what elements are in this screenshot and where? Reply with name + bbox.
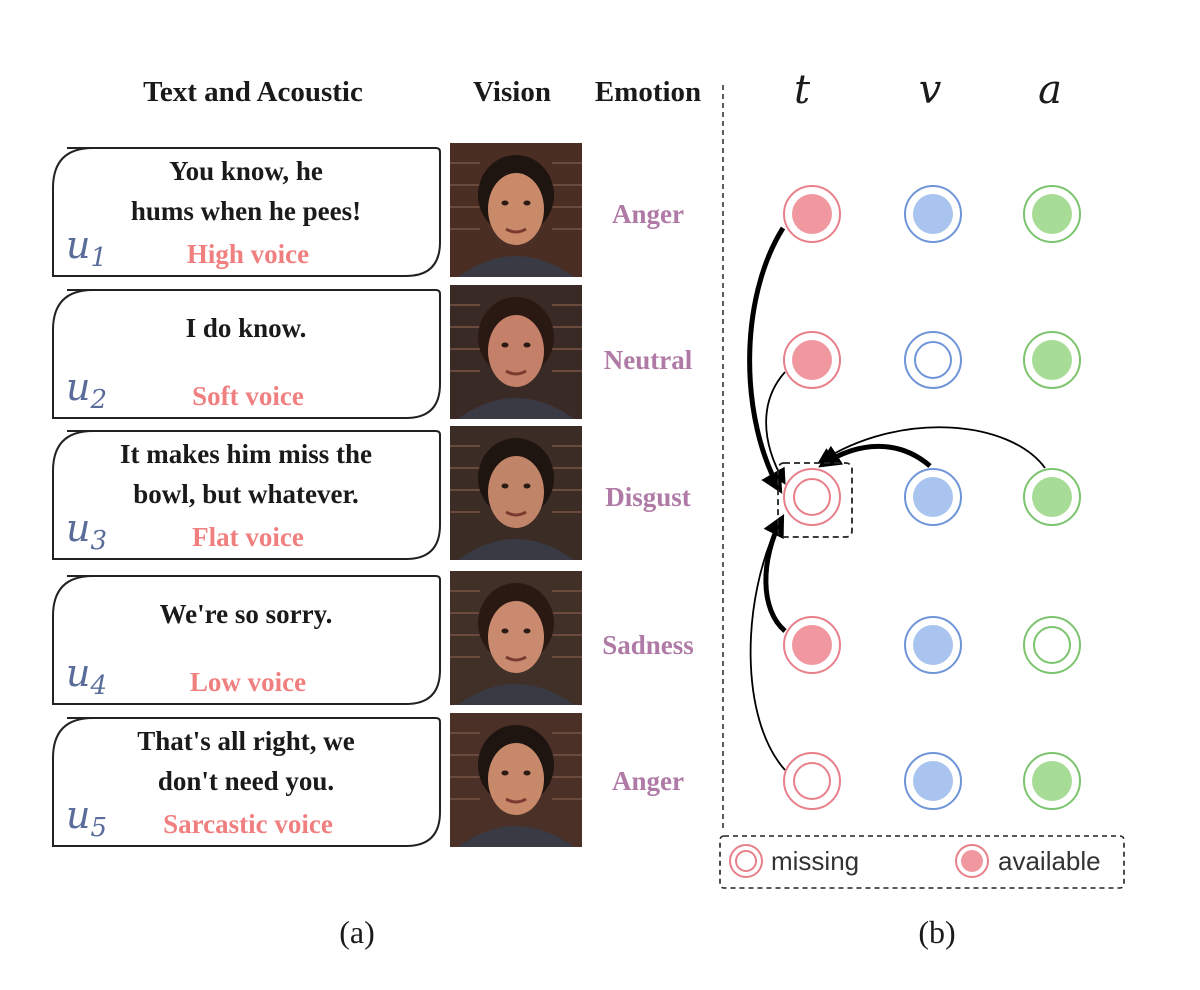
utterance-id: u3 [66,506,107,556]
utterance-text-line: It makes him miss the [120,439,372,469]
dependency-arrow [817,426,1046,469]
modality-header-v: v [919,67,942,113]
utterance-text-line: I do know. [186,313,307,343]
modality-node-grid [783,185,1081,810]
node-v-available [904,752,962,810]
node-v-missing [904,331,962,389]
node-t-missing [783,752,841,810]
dependency-arrows [747,226,1046,771]
voice-label: High voice [187,239,309,269]
vision-frame [450,285,582,419]
node-a-available [1023,752,1081,810]
node-a-available [1023,185,1081,243]
vision-frame [450,143,582,277]
utterance-text-line: don't need you. [158,766,334,796]
utterance-text-line: That's all right, we [137,726,355,756]
header-vision: Vision [473,76,551,108]
voice-label: Soft voice [192,381,304,411]
utterance-bubble [52,147,441,277]
emotion-label: Neutral [604,345,693,375]
emotion-label: Sadness [602,630,694,660]
caption-b: (b) [918,914,955,950]
utterance-bubble [52,430,441,560]
modality-header-a: a [1038,67,1062,113]
dependency-arrow [765,371,786,485]
utterance-id: u5 [66,793,107,843]
node-t-available [783,185,841,243]
node-a-missing [1023,616,1081,674]
utterance-rows: You know, he hums when he pees! High voice… [52,143,694,847]
node-t-missing [783,468,841,526]
dependency-arrow [747,226,786,494]
node-a-available [1023,468,1081,526]
node-t-available [783,331,841,389]
legend-missing-icon [729,844,763,878]
utterance-bubble [52,717,441,847]
utterance-text-line: hums when he pees! [131,196,361,226]
utterance-id: u4 [66,651,107,701]
emotion-label: Anger [612,199,684,229]
target-node-box [777,462,853,538]
legend-missing-label: missing [771,846,859,876]
node-v-available [904,468,962,526]
node-v-available [904,185,962,243]
utterance-row: I do know. Soft voice u2 Neutral [52,285,693,419]
node-v-available [904,616,962,674]
legend-box [719,835,1125,889]
caption-a: (a) [339,914,375,950]
voice-label: Flat voice [192,522,304,552]
vision-frame [450,426,582,560]
node-a-available [1023,331,1081,389]
header-text-acoustic: Text and Acoustic [143,76,363,108]
utterance-text-line: bowl, but whatever. [133,479,359,509]
utterance-row: It makes him miss the bowl, but whatever.… [52,426,691,560]
vision-frame [450,571,582,705]
emotion-label: Anger [612,766,684,796]
vision-frame [450,713,582,847]
dependency-arrow [763,514,787,633]
node-t-available [783,616,841,674]
utterance-row: We're so sorry. Low voice u4 Sadness [52,571,694,705]
utterance-bubble [52,289,441,419]
utterance-id: u2 [66,365,107,415]
modality-header-t: t [794,67,811,113]
utterance-text-line: You know, he [169,156,323,186]
utterance-id: u1 [66,223,107,273]
voice-label: Sarcastic voice [163,809,333,839]
legend-available-icon [955,844,989,878]
utterance-row: That's all right, we don't need you. Sarca… [52,713,684,847]
legend: missing available [719,835,1125,889]
emotion-label: Disgust [605,482,691,512]
utterance-text-line: We're so sorry. [160,599,333,629]
voice-label: Low voice [190,667,306,697]
dependency-arrow [749,517,786,771]
utterance-row: You know, he hums when he pees! High voice… [52,143,684,277]
utterance-bubble [52,575,441,705]
legend-available-label: available [998,846,1101,876]
header-emotion: Emotion [595,76,701,108]
